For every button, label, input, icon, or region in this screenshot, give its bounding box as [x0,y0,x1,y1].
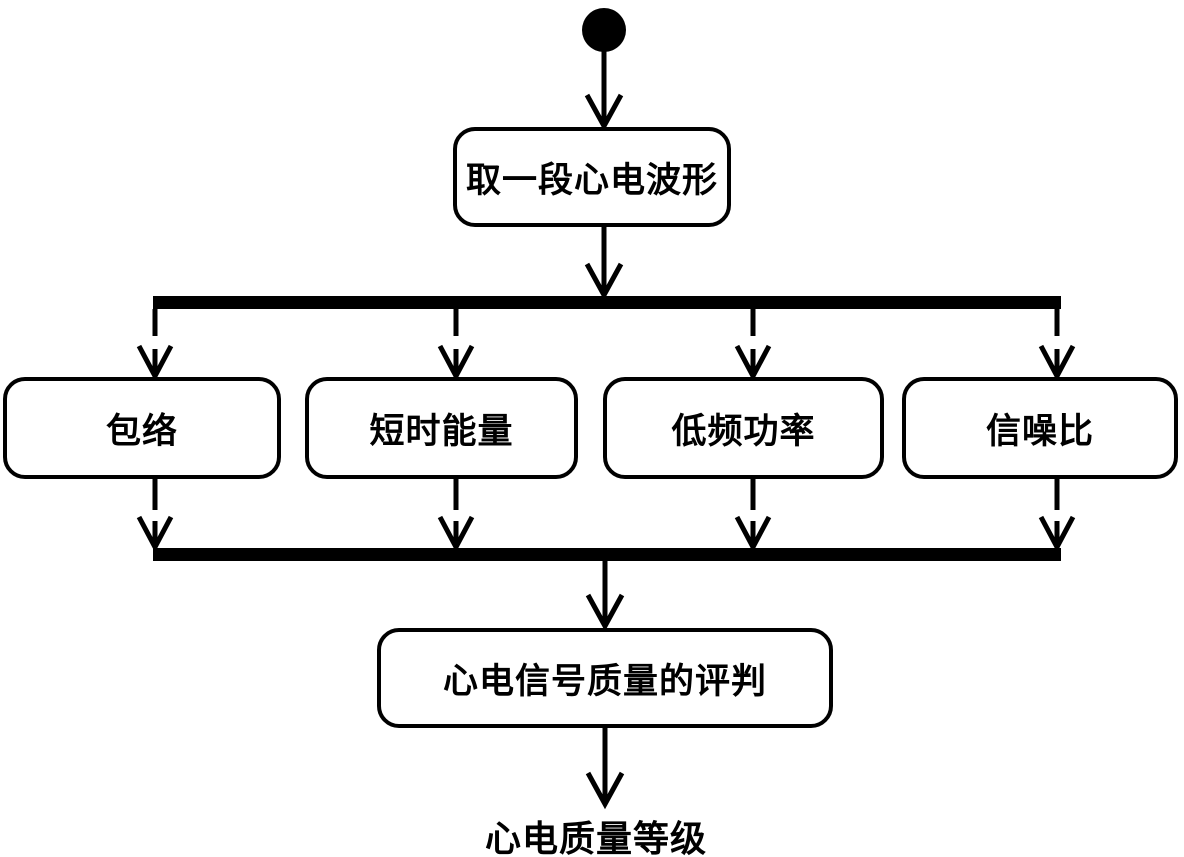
fork-bar [153,296,1061,309]
step-quality-evaluation-box: 心电信号质量的评判 [377,628,833,728]
arrow-branch-4-to-join [1038,479,1076,553]
arrow-start-to-step1 [584,50,624,132]
arrow-fork-to-branch-3 [734,309,772,382]
branch-short-time-energy-box: 短时能量 [305,377,578,479]
branch-envelope-box: 包络 [3,377,281,479]
arrow-step1-to-fork [584,227,624,301]
branch-snr-box: 信噪比 [902,377,1178,479]
step-take-ecg-segment-box: 取一段心电波形 [453,127,731,227]
branch-short-time-energy-label: 短时能量 [369,411,514,452]
join-bar [153,548,1061,561]
arrow-fork-to-branch-1 [136,309,174,382]
arrow-branch-3-to-join [734,479,772,553]
arrow-step2-to-output [585,728,625,810]
arrow-branch-1-to-join [136,479,174,553]
branch-snr-label: 信噪比 [985,411,1094,452]
branch-envelope-label: 包络 [105,411,178,452]
arrow-fork-to-branch-2 [437,309,475,382]
arrow-fork-to-branch-4 [1038,309,1076,382]
step-take-ecg-segment-label: 取一段心电波形 [465,160,718,201]
branch-low-frequency-power-label: 低频功率 [671,411,816,452]
branch-low-frequency-power-box: 低频功率 [603,377,884,479]
arrow-branch-2-to-join [437,479,475,553]
start-node [582,8,626,52]
arrow-join-to-step2 [585,561,625,632]
output-quality-grade-label: 心电质量等级 [484,819,707,857]
step-quality-evaluation-label: 心电信号质量的评判 [442,661,767,702]
